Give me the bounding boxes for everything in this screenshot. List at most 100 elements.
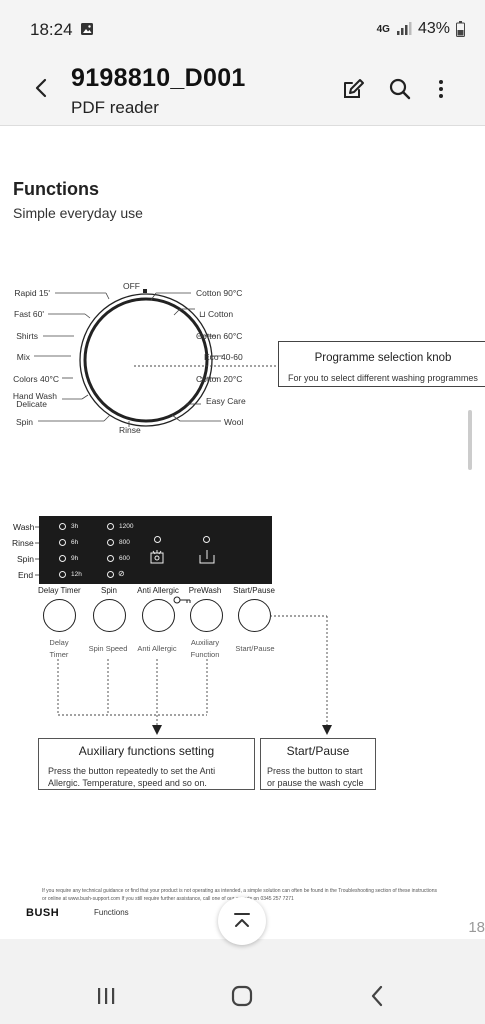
scroll-to-top-icon	[234, 913, 250, 927]
prewash-icon	[199, 550, 215, 564]
knob-inner-ring	[83, 297, 209, 423]
anti-allergic-icon	[150, 550, 164, 564]
time-label: 6h	[71, 539, 79, 546]
knob-label-off: OFF	[123, 281, 140, 291]
sublabel-line: Auxiliary	[190, 638, 220, 647]
indicator-light	[203, 536, 210, 543]
time-label: 9h	[71, 555, 79, 562]
speed-label: 600	[119, 555, 130, 562]
knob-label-left: Hand Wash	[12, 391, 57, 401]
home-icon[interactable]	[228, 983, 256, 1009]
status-right: 4G 43%	[377, 20, 465, 38]
knob-label-rinse: Rinse	[119, 425, 141, 435]
recents-icon[interactable]	[92, 983, 120, 1009]
nav-back-icon[interactable]	[364, 983, 392, 1009]
button-label: Spin	[100, 586, 117, 595]
button-sublabel: Start/Pause	[235, 644, 275, 653]
knob-label-right: Cotton 20°C	[196, 374, 243, 384]
knob-diagram	[34, 289, 278, 427]
footer-section: Functions	[94, 908, 129, 917]
key-lock-icon	[173, 596, 191, 604]
knob-callout-title: Programme selection knob	[314, 352, 452, 364]
indicator-light	[107, 555, 114, 562]
sublabel-line: Delay	[49, 638, 69, 647]
footer-note-line-2: or online at www.bush-support.com If you…	[42, 896, 294, 902]
knob-label-left: Mix	[16, 352, 30, 362]
scrollbar-thumb[interactable]	[468, 410, 472, 470]
document-subtitle: PDF reader	[71, 98, 159, 117]
start-pause-box: Start/Pause Press the button to start or…	[260, 738, 376, 790]
knob-label-left: Shirts	[16, 331, 38, 341]
scroll-to-top-button[interactable]	[218, 897, 266, 945]
section-heading: Functions	[13, 179, 99, 199]
start-box-desc: Press the button to start or pause the w…	[267, 766, 364, 788]
button-sublabel: Spin Speed	[88, 644, 128, 653]
panel-row-label: Wash	[13, 522, 35, 532]
document-title: 9198810_D001	[71, 64, 246, 92]
panel-row-label: Rinse	[12, 538, 34, 548]
delay-timer-button-diagram	[43, 599, 76, 632]
status-time: 18:24	[30, 20, 73, 39]
indicator-light	[107, 523, 114, 530]
aux-box-title: Auxiliary functions setting	[78, 744, 215, 758]
knob-label-right: Wool	[224, 417, 244, 427]
knob-callout-box: Programme selection knob For you to sele…	[278, 341, 485, 387]
more-vert-icon[interactable]	[428, 76, 454, 102]
aux-box-desc: Press the button repeatedly to set the A…	[48, 766, 216, 788]
button-label: PreWash	[188, 586, 222, 595]
spin-button-diagram	[93, 599, 126, 632]
page-number: 18	[468, 919, 485, 936]
knob-label-left: Delicate	[16, 399, 47, 409]
auxiliary-functions-box: Auxiliary functions setting Press the bu…	[38, 738, 255, 790]
knob-label-right: Easy Care	[206, 396, 246, 406]
control-panel-display: 3h 6h 9h 12h 1200 800 600 ⊘	[39, 516, 272, 584]
button-label: Start/Pause	[233, 586, 275, 595]
speed-label: 800	[119, 539, 130, 546]
battery-icon	[456, 21, 465, 37]
prewash-button-diagram	[190, 599, 223, 632]
knob-label-left: Spin	[15, 417, 33, 427]
network-type: 4G	[376, 23, 390, 35]
indicator-light	[59, 539, 66, 546]
time-label: 12h	[71, 571, 82, 578]
panel-row-label: Spin	[17, 554, 35, 564]
speed-label: 1200	[119, 523, 134, 530]
system-nav-bar	[0, 967, 485, 1024]
sublabel-line: Function	[190, 650, 220, 659]
signal-icon	[396, 22, 412, 35]
arrow-down	[322, 725, 332, 735]
knob-label-left: Fast 60'	[14, 309, 44, 319]
brand-logo: BUSH	[26, 907, 60, 919]
battery-percent: 43%	[417, 20, 450, 37]
search-icon[interactable]	[387, 76, 413, 102]
knob-outer-ring	[79, 293, 213, 427]
indicator-light	[107, 571, 114, 578]
status-bar: 18:24 4G 43%	[0, 0, 485, 58]
footer-note-line-1: If you require any technical guidance or…	[42, 888, 437, 894]
app-bar: 9198810_D001 PDF reader	[0, 58, 485, 126]
back-arrow-icon[interactable]	[30, 76, 54, 100]
anti-allergic-button-diagram	[142, 599, 175, 632]
connector-lines	[57, 615, 332, 735]
button-label: Delay Timer	[38, 586, 81, 595]
time-label: 3h	[71, 523, 79, 530]
edit-icon[interactable]	[340, 76, 366, 102]
knob-label-right: ⊔ Cotton	[199, 309, 233, 320]
knob-label-left: Colors 40°C	[13, 374, 59, 384]
indicator-light	[59, 571, 66, 578]
section-subheading: Simple everyday use	[13, 205, 143, 221]
button-label: Anti Allergic	[137, 586, 179, 595]
start-pause-button-diagram	[238, 599, 271, 632]
start-box-title: Start/Pause	[286, 744, 350, 758]
indicator-light	[154, 536, 161, 543]
pdf-page[interactable]: Functions Simple everyday use OFF Rapid …	[0, 127, 485, 939]
knob-off-marker	[143, 289, 147, 293]
knob-label-left: Rapid 15'	[14, 288, 50, 298]
indicator-light	[59, 555, 66, 562]
no-spin-icon: ⊘	[118, 569, 125, 578]
knob-label-right: Cotton 60°C	[196, 331, 243, 341]
arrow-down	[152, 725, 162, 735]
panel-row-label: End	[18, 570, 34, 580]
